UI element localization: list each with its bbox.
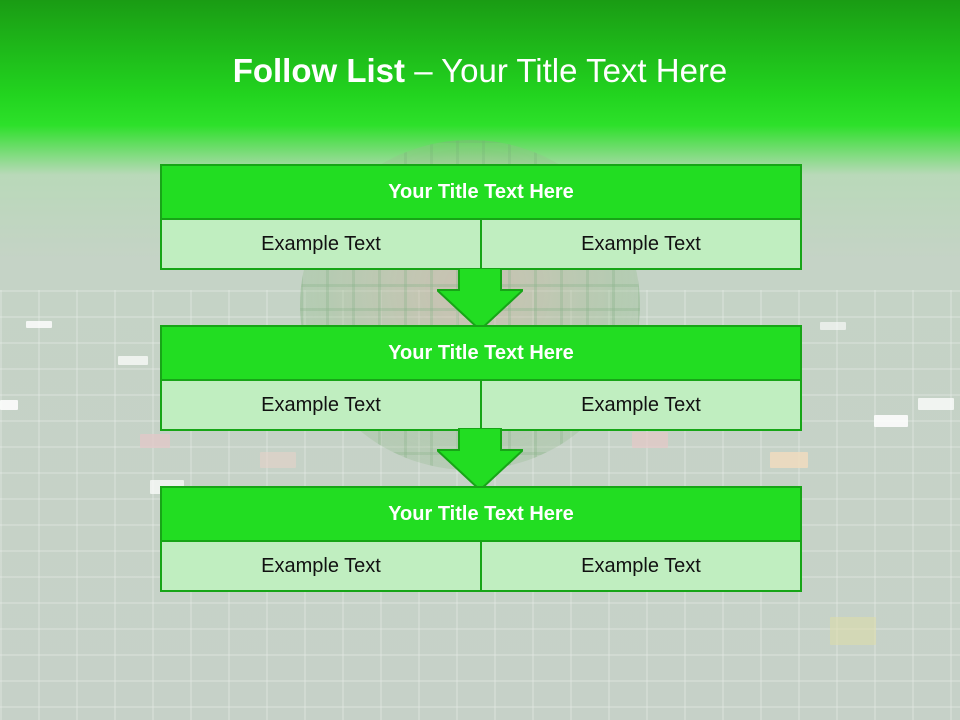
step-row: Example Text Example Text <box>160 220 802 270</box>
step-cell-left: Example Text <box>160 220 482 270</box>
floor-tile <box>770 452 808 468</box>
step-title: Your Title Text Here <box>160 325 802 381</box>
floor-tile <box>26 321 52 328</box>
floor-tile <box>0 400 18 410</box>
floor-tile <box>918 398 954 410</box>
step-row: Example Text Example Text <box>160 542 802 592</box>
down-arrow-icon <box>437 268 523 330</box>
floor-tile <box>820 322 846 330</box>
step-block-1: Your Title Text Here Example Text Exampl… <box>160 164 802 270</box>
floor-tile <box>830 617 876 645</box>
slide-title-rest: – Your Title Text Here <box>414 52 728 89</box>
step-row: Example Text Example Text <box>160 381 802 431</box>
floor-tile <box>118 356 148 365</box>
step-title: Your Title Text Here <box>160 164 802 220</box>
floor-tile <box>260 452 296 468</box>
slide-title-bold: Follow List <box>232 52 406 89</box>
floor-tile <box>140 434 170 448</box>
step-block-2: Your Title Text Here Example Text Exampl… <box>160 325 802 431</box>
step-cell-left: Example Text <box>160 542 482 592</box>
floor-tile <box>874 415 908 427</box>
slide-title: Follow List – Your Title Text Here <box>0 52 960 90</box>
step-title: Your Title Text Here <box>160 486 802 542</box>
step-block-3: Your Title Text Here Example Text Exampl… <box>160 486 802 592</box>
step-cell-left: Example Text <box>160 381 482 431</box>
step-cell-right: Example Text <box>482 381 802 431</box>
floor-tile <box>632 432 668 448</box>
step-cell-right: Example Text <box>482 542 802 592</box>
step-cell-right: Example Text <box>482 220 802 270</box>
down-arrow-icon <box>437 428 523 490</box>
